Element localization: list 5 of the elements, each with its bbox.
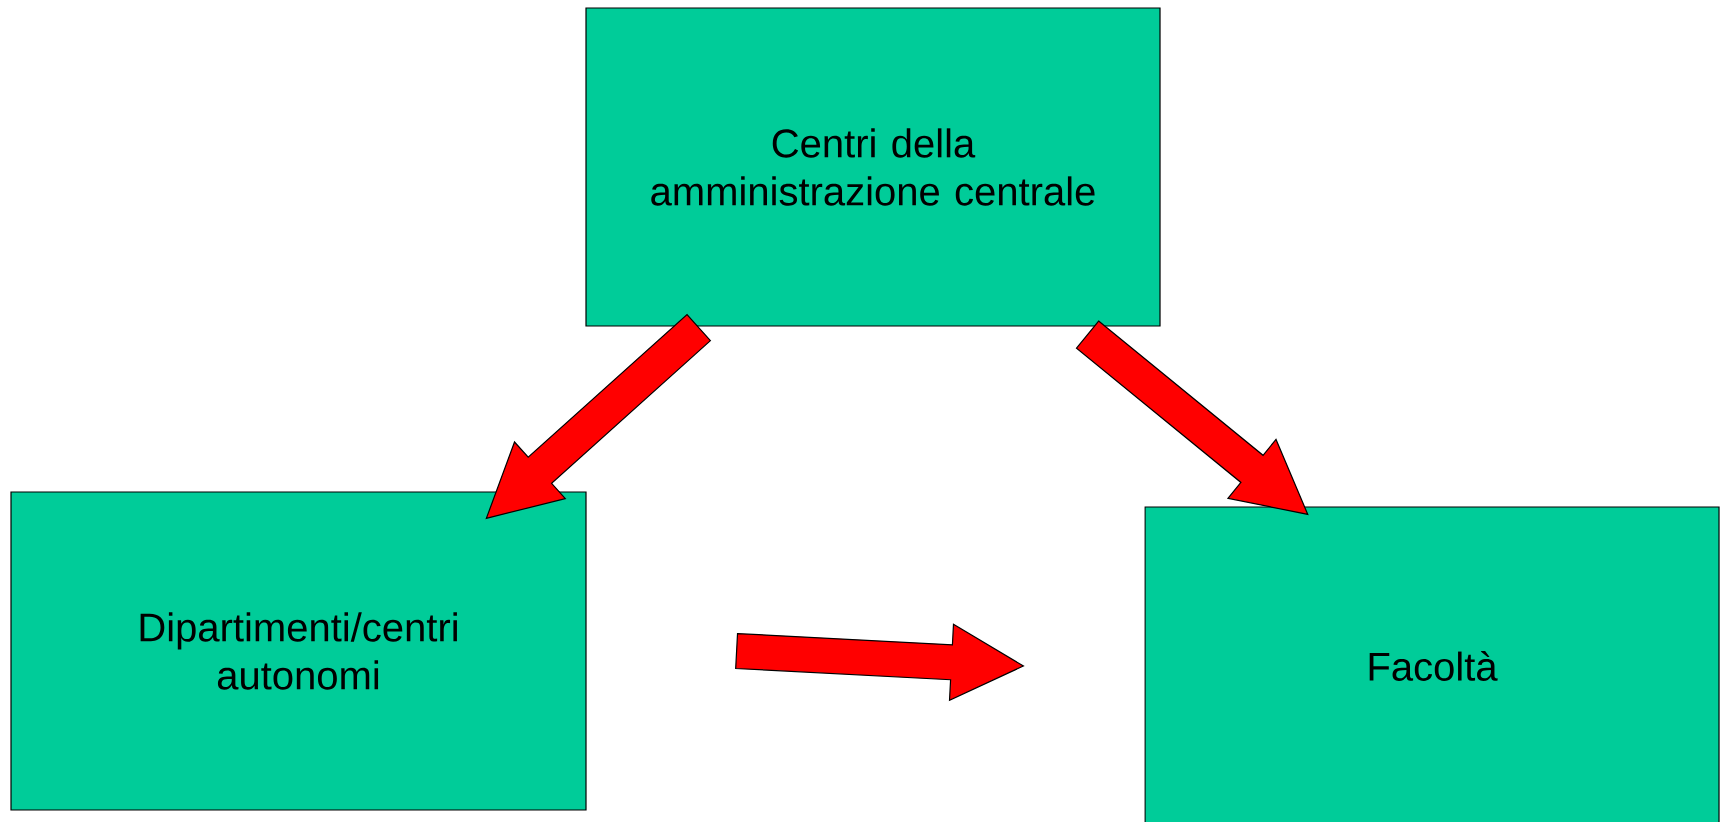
process-box: Centri della amministrazione centrale xyxy=(585,7,1161,327)
process-box: Facoltà xyxy=(1144,506,1720,822)
block-arrow xyxy=(735,623,1025,702)
block-arrow xyxy=(1075,320,1309,516)
process-box: Dipartimenti/centri autonomi xyxy=(10,491,587,811)
